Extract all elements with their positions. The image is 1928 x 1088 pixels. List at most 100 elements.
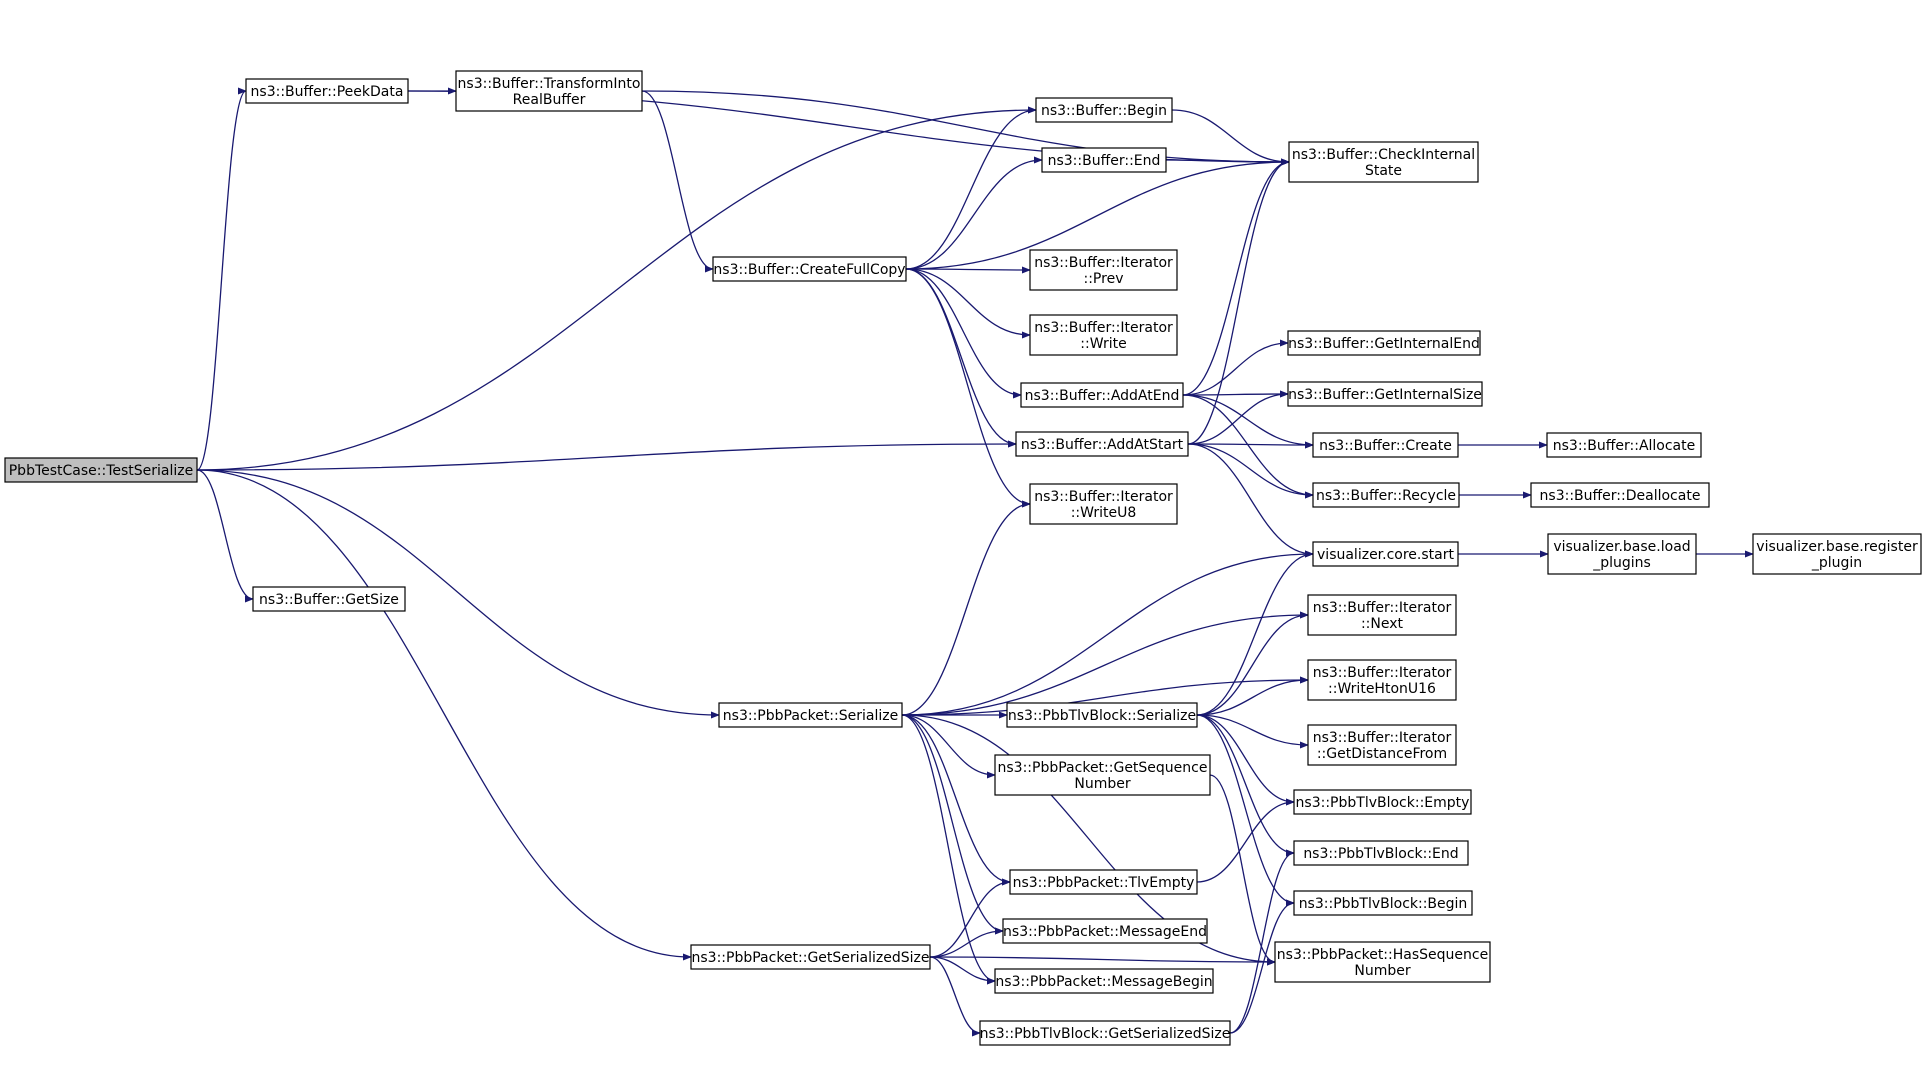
edge-root-to-getsize	[196, 469, 254, 603]
node-msgend[interactable]: ns3::PbbPacket::MessageEnd	[1002, 918, 1208, 944]
node-label: ns3::Buffer::Allocate	[1553, 438, 1696, 454]
edge-root-to-addstart	[196, 440, 1017, 471]
node-tlvempty[interactable]: ns3::PbbPacket::TlvEmpty	[1009, 869, 1198, 895]
node-label: ns3::PbbTlvBlock::End	[1303, 846, 1458, 862]
node-write[interactable]: ns3::Buffer::Iterator::Write	[1029, 314, 1178, 356]
edge-root-to-pgetser	[196, 469, 692, 961]
edge-arrow	[905, 156, 1043, 270]
node-msgbegin[interactable]: ns3::PbbPacket::MessageBegin	[994, 968, 1214, 994]
edge-arrow	[905, 268, 1022, 399]
edge-pgetser-to-hasseq	[929, 956, 1276, 966]
node-label: ns3::PbbPacket::HasSequence	[1277, 947, 1488, 963]
node-tempty[interactable]: ns3::PbbTlvBlock::Empty	[1293, 789, 1472, 815]
edge-addend-to-create	[1182, 394, 1314, 449]
node-box	[1009, 869, 1198, 895]
node-pgetser[interactable]: ns3::PbbPacket::GetSerializedSize	[690, 944, 931, 970]
node-root[interactable]: PbbTestCase::TestSerialize	[4, 457, 198, 483]
edge-fullcopy-to-writeu8	[905, 268, 1031, 508]
edge-fullcopy-to-prev	[905, 266, 1031, 274]
edge-pser-to-tlvempty	[901, 714, 1011, 886]
node-box	[245, 78, 409, 104]
edge-arrow	[1187, 443, 1314, 558]
edge-arrow	[901, 714, 996, 779]
node-tser[interactable]: ns3::PbbTlvBlock::Serialize	[1006, 702, 1198, 728]
edge-arrow	[1229, 899, 1295, 1034]
edge-arrow	[196, 106, 1037, 471]
edge-arrow	[1196, 798, 1295, 883]
node-box	[1006, 702, 1198, 728]
node-vreg[interactable]: visualizer.base.register_plugin	[1752, 533, 1922, 575]
node-label: ns3::Buffer::GetSize	[259, 592, 399, 608]
node-addstart[interactable]: ns3::Buffer::AddAtStart	[1015, 431, 1189, 457]
edge-pser-to-next	[901, 611, 1309, 716]
node-htonu16[interactable]: ns3::Buffer::Iterator::WriteHtonU16	[1307, 659, 1457, 701]
edge-fullcopy-to-bend	[905, 156, 1043, 270]
node-label: RealBuffer	[513, 92, 586, 108]
edge-arrow	[1196, 550, 1314, 716]
node-allocate[interactable]: ns3::Buffer::Allocate	[1546, 432, 1702, 458]
node-vstart[interactable]: visualizer.core.start	[1312, 541, 1459, 567]
edge-arrow	[196, 469, 720, 719]
node-fullcopy[interactable]: ns3::Buffer::CreateFullCopy	[712, 256, 907, 282]
node-create[interactable]: ns3::Buffer::Create	[1312, 432, 1459, 458]
nodes-layer: PbbTestCase::TestSerialize ns3::Buffer::P…	[4, 70, 1922, 1046]
node-box	[1015, 431, 1189, 457]
edge-tlvempty-to-tempty	[1196, 798, 1295, 883]
edge-arrow	[1187, 158, 1290, 445]
node-vload[interactable]: visualizer.base.load_plugins	[1547, 533, 1697, 575]
node-recycle[interactable]: ns3::Buffer::Recycle	[1312, 482, 1460, 508]
node-tend[interactable]: ns3::PbbTlvBlock::End	[1293, 840, 1469, 866]
edge-addstart-to-create	[1187, 441, 1314, 449]
node-bbegin[interactable]: ns3::Buffer::Begin	[1035, 97, 1173, 123]
edge-pser-to-msgbegin	[901, 714, 996, 985]
node-label: ns3::PbbPacket::GetSequence	[998, 760, 1208, 776]
node-prev[interactable]: ns3::Buffer::Iterator::Prev	[1029, 249, 1178, 291]
node-label: visualizer.core.start	[1317, 547, 1454, 563]
edge-arrow	[1187, 390, 1289, 445]
edge-pser-to-vstart	[901, 550, 1314, 716]
node-label: State	[1365, 163, 1402, 179]
node-intsize[interactable]: ns3::Buffer::GetInternalSize	[1287, 381, 1483, 407]
node-label: visualizer.base.load	[1553, 539, 1690, 555]
node-box	[1546, 432, 1702, 458]
edge-addstart-to-check	[1187, 158, 1290, 445]
edge-root-to-peek	[196, 87, 247, 471]
edge-pser-to-msgend	[901, 714, 1004, 935]
node-next[interactable]: ns3::Buffer::Iterator::Next	[1307, 594, 1457, 636]
node-writeu8[interactable]: ns3::Buffer::Iterator::WriteU8	[1029, 483, 1178, 525]
node-label: ns3::PbbPacket::TlvEmpty	[1013, 875, 1195, 891]
node-deallocate[interactable]: ns3::Buffer::Deallocate	[1530, 482, 1710, 508]
node-intend[interactable]: ns3::Buffer::GetInternalEnd	[1287, 330, 1481, 356]
edge-arrow	[1209, 774, 1276, 966]
edge-pser-to-getseq	[901, 714, 996, 779]
node-box	[1293, 789, 1472, 815]
node-tbegin[interactable]: ns3::PbbTlvBlock::Begin	[1293, 890, 1473, 916]
node-getsize[interactable]: ns3::Buffer::GetSize	[252, 586, 406, 612]
edge-tser-to-distfrom	[1196, 714, 1309, 749]
node-tgetser[interactable]: ns3::PbbTlvBlock::GetSerializedSize	[979, 1020, 1231, 1046]
edge-arrow	[1182, 158, 1290, 396]
node-bend[interactable]: ns3::Buffer::End	[1041, 147, 1167, 173]
edge-tser-to-tend	[1196, 714, 1295, 857]
node-peek[interactable]: ns3::Buffer::PeekData	[245, 78, 409, 104]
node-label: ns3::Buffer::CheckInternal	[1292, 147, 1475, 163]
edge-tgetser-to-tbegin	[1229, 899, 1295, 1034]
node-label: ns3::Buffer::Iterator	[1313, 665, 1452, 681]
node-box	[1029, 483, 1178, 525]
node-addend[interactable]: ns3::Buffer::AddAtEnd	[1020, 382, 1184, 408]
edge-arrow	[1196, 714, 1295, 857]
node-box	[718, 702, 903, 728]
node-label: ns3::Buffer::Iterator	[1313, 730, 1452, 746]
node-box	[1029, 314, 1178, 356]
edge-arrow	[1182, 394, 1314, 449]
edge-arrow	[1182, 390, 1289, 398]
node-label: ns3::PbbTlvBlock::GetSerializedSize	[980, 1026, 1231, 1042]
edge-arrow	[901, 500, 1031, 716]
node-distfrom[interactable]: ns3::Buffer::Iterator::GetDistanceFrom	[1307, 724, 1457, 766]
node-pser[interactable]: ns3::PbbPacket::Serialize	[718, 702, 903, 728]
node-box	[1288, 141, 1479, 183]
